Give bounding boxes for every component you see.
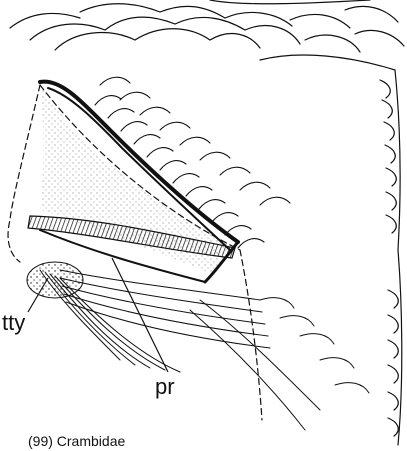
wing-outline-right	[210, 0, 402, 445]
figure-caption: (99) Crambidae	[28, 433, 125, 449]
scale-fan-lower	[40, 270, 369, 430]
tympanum	[27, 262, 83, 298]
scale-fringe-top	[10, 4, 404, 52]
tty-label: tty	[2, 310, 25, 335]
pr-label: pr	[155, 374, 175, 399]
scale-fringe-right	[380, 80, 398, 436]
